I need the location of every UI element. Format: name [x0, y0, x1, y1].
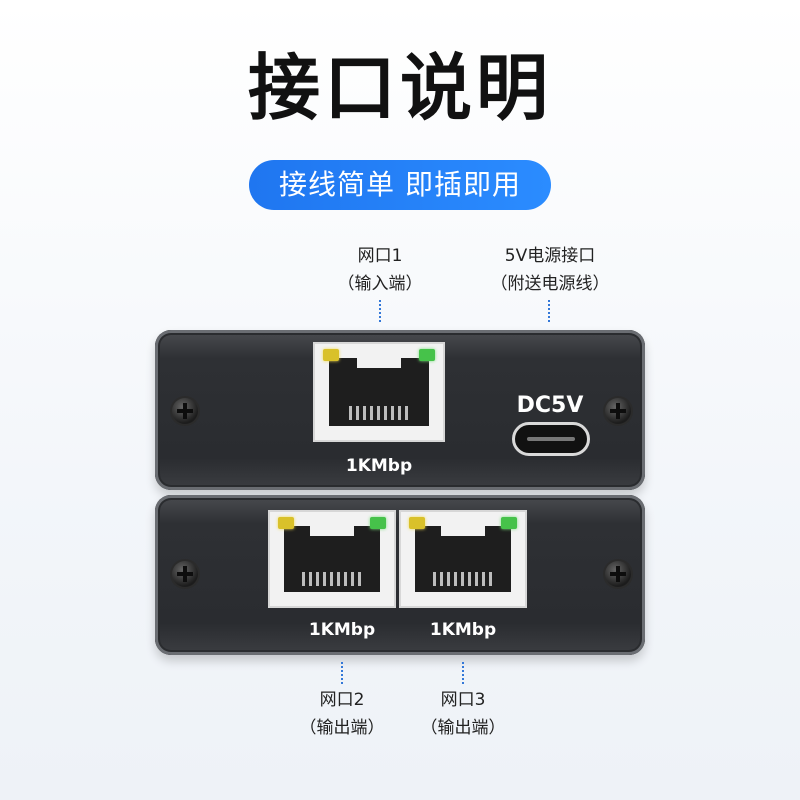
leader-port2	[341, 662, 343, 684]
screw-icon	[172, 561, 198, 587]
leader-port1	[379, 300, 381, 322]
leader-power	[548, 300, 550, 322]
ethernet-port-2[interactable]	[268, 510, 396, 608]
port3-speed-label: 1KMbp	[429, 620, 497, 640]
subtitle-badge: 接线简单 即插即用	[249, 160, 551, 210]
led-green	[501, 517, 517, 529]
page-title: 接口说明	[247, 46, 552, 130]
leader-port3	[462, 662, 464, 684]
screw-icon	[172, 398, 198, 424]
label-port1-name: 网口1	[357, 246, 403, 266]
label-power-name: 5V电源接口	[504, 246, 596, 266]
led-yellow	[409, 517, 425, 529]
port2-speed-label: 1KMbp	[308, 620, 376, 640]
ethernet-port-icon	[329, 358, 429, 426]
label-port2-role: （输出端）	[299, 718, 385, 738]
label-power-role: （附送电源线）	[490, 274, 610, 294]
ethernet-port-3[interactable]	[399, 510, 527, 608]
label-power: 5V电源接口 （附送电源线）	[470, 242, 630, 298]
label-port1: 网口1 （输入端）	[320, 242, 440, 298]
ethernet-port-1[interactable]	[313, 342, 445, 442]
label-port2-name: 网口2	[319, 690, 365, 710]
power-port-label: DC5V	[516, 393, 584, 418]
ethernet-port-icon	[415, 526, 511, 592]
led-green	[419, 349, 435, 361]
label-port2: 网口2 （输出端）	[282, 686, 402, 742]
device-bottom: 1KMbp 1KMbp	[155, 495, 645, 655]
port1-speed-label: 1KMbp	[345, 456, 413, 476]
usb-c-port-icon[interactable]	[512, 422, 590, 456]
led-green	[370, 517, 386, 529]
screw-icon	[605, 398, 631, 424]
screw-icon	[605, 561, 631, 587]
label-port3-name: 网口3	[440, 690, 486, 710]
label-port3: 网口3 （输出端）	[403, 686, 523, 742]
label-port3-role: （输出端）	[420, 718, 506, 738]
ethernet-port-icon	[284, 526, 380, 592]
device-top: 1KMbp DC5V	[155, 330, 645, 490]
led-yellow	[323, 349, 339, 361]
label-port1-role: （输入端）	[337, 274, 423, 294]
led-yellow	[278, 517, 294, 529]
